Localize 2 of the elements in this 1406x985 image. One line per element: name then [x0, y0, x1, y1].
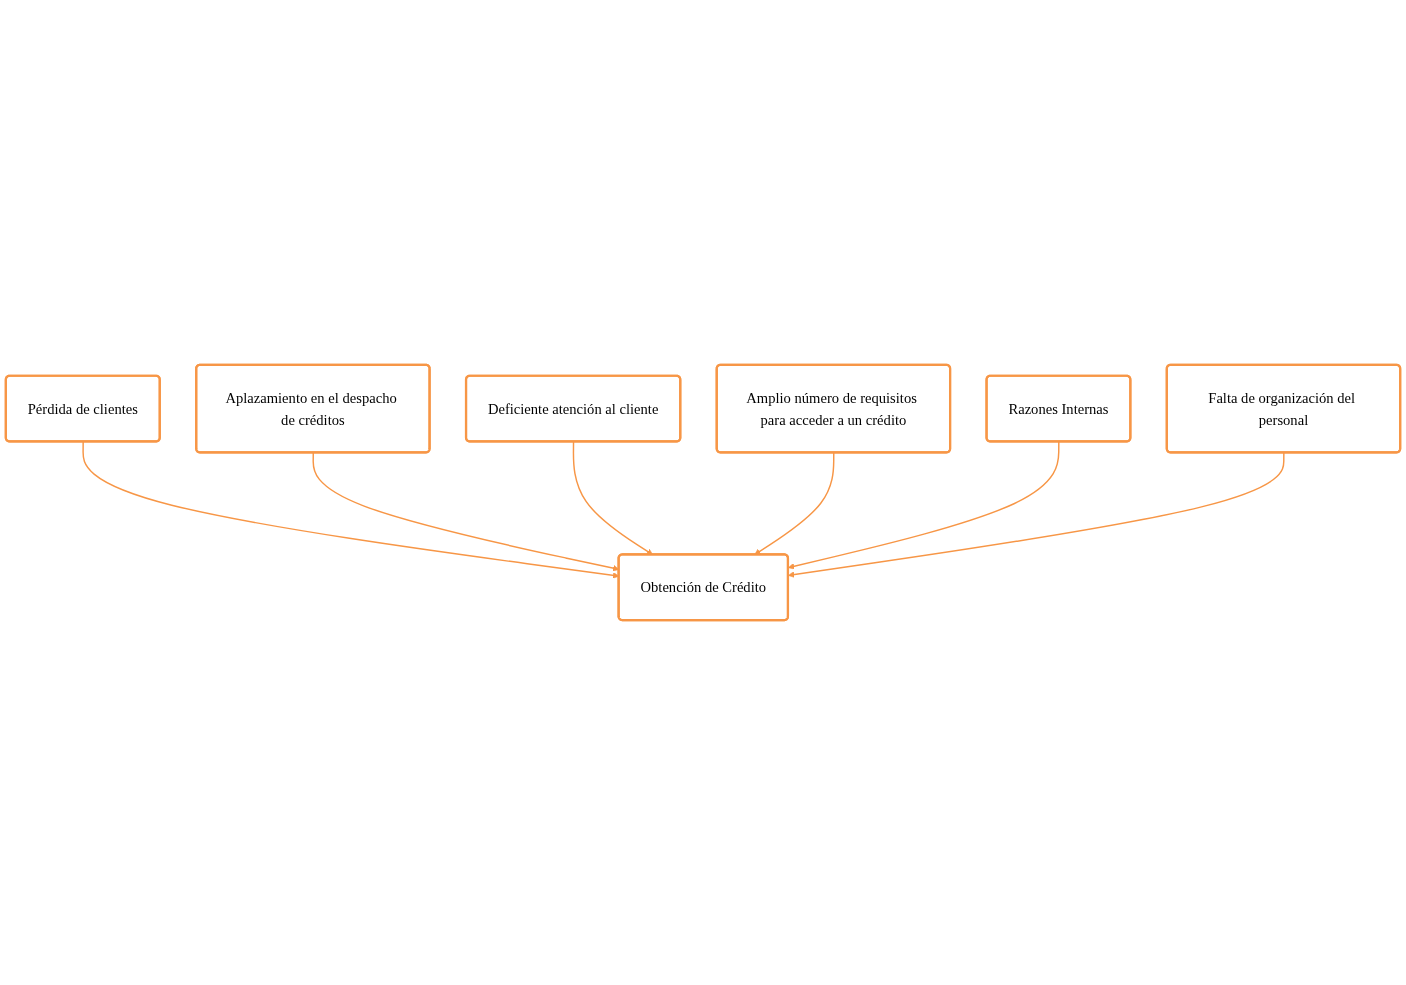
arrow: [788, 452, 1285, 578]
arrow: [788, 441, 1060, 570]
